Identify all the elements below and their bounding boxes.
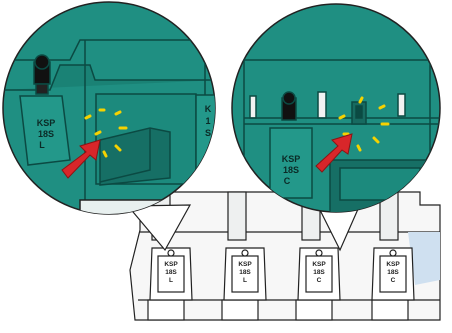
- callout-left-label-line-3: L: [39, 140, 45, 150]
- module-2-label-line-1: KSP: [238, 261, 252, 268]
- module-4-label-line-3: C: [391, 277, 396, 284]
- module-3-label-line-1: KSP: [312, 261, 326, 268]
- callout-right-label-line-3: C: [284, 176, 291, 186]
- callout-right-label-line-1: KSP: [282, 154, 301, 164]
- callout-left-partial-line-2: 1: [205, 116, 210, 126]
- callout-left-label-line-2: 18S: [38, 129, 54, 139]
- callout-right-label-line-2: 18S: [283, 165, 299, 175]
- module-1-label-line-2: 18S: [165, 269, 177, 276]
- callout-left: KSP 18S L K 1 S: [0, 2, 220, 215]
- callout-right: KSP 18S C: [230, 4, 440, 215]
- module-1-label-line-3: L: [169, 277, 173, 284]
- module-3-label-line-2: 18S: [313, 269, 325, 276]
- module-3-label-line-3: C: [317, 277, 322, 284]
- callout-left-partial-line-3: S: [205, 128, 211, 138]
- module-2-label-line-2: 18S: [239, 269, 251, 276]
- callout-left-partial-line-1: K: [205, 104, 212, 114]
- callout-left-label-line-1: KSP: [37, 118, 56, 128]
- module-2-label-line-3: L: [243, 277, 247, 284]
- module-4-label-line-2: 18S: [387, 269, 399, 276]
- module-4-label-line-1: KSP: [386, 261, 400, 268]
- module-1-label-line-1: KSP: [164, 261, 178, 268]
